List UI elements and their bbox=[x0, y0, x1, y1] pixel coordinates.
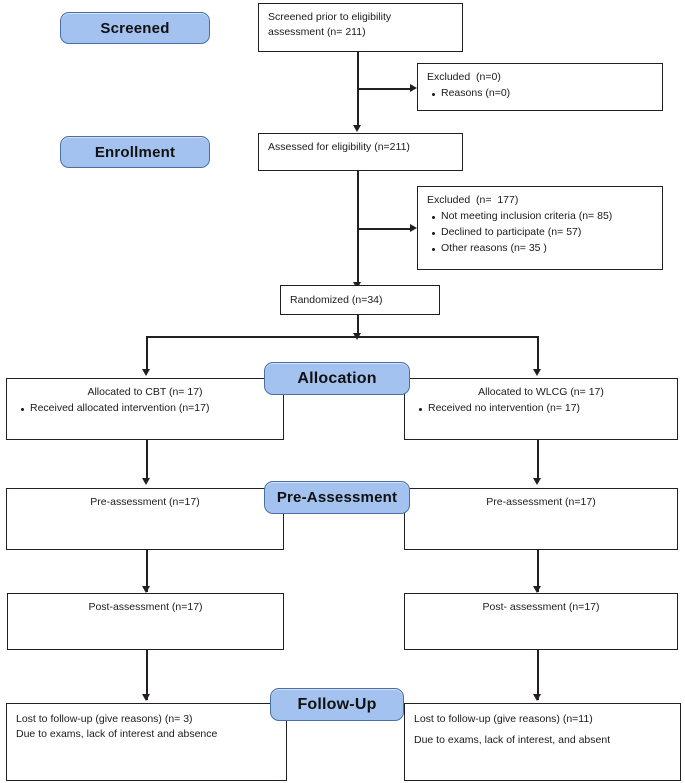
box-followup-left-line2: Due to exams, lack of interest and absen… bbox=[16, 728, 218, 741]
stage-label-pre-assessment-text: Pre-Assessment bbox=[276, 489, 398, 506]
connector-cbt-to-pre bbox=[146, 440, 148, 480]
box-followup-right-line2: Due to exams, lack of interest, and abse… bbox=[414, 734, 611, 747]
box-excluded-screening-list: Reasons (n=0) bbox=[427, 86, 653, 102]
arrow-post-to-followup-right bbox=[533, 694, 541, 701]
box-pre-assessment-left: Pre-assessment (n=17) bbox=[6, 488, 284, 550]
box-followup-left-line1: Lost to follow-up (give reasons) (n= 3) bbox=[16, 713, 193, 725]
connector-pre-to-post-right bbox=[537, 550, 539, 592]
stage-label-screened-text: Screened bbox=[100, 19, 170, 37]
stage-label-pre-assessment: Pre-Assessment bbox=[264, 481, 410, 514]
stage-label-enrollment: Enrollment bbox=[60, 136, 210, 168]
box-randomized: Randomized (n=34) bbox=[280, 285, 440, 315]
box-excluded-eligibility: Excluded (n= 177) Not meeting inclusion … bbox=[417, 186, 663, 270]
box-post-assessment-right-text: Post- assessment (n=17) bbox=[482, 601, 600, 613]
box-followup-right: Lost to follow-up (give reasons) (n=11) … bbox=[404, 703, 681, 781]
stage-label-follow-up: Follow-Up bbox=[270, 688, 404, 721]
list-item: Received no intervention (n= 17) bbox=[419, 401, 668, 417]
box-screened-prior-text: Screened prior to eligibility assessment… bbox=[268, 11, 392, 39]
box-excluded-eligibility-list: Not meeting inclusion criteria (n= 85) D… bbox=[427, 209, 653, 256]
connector-split-right bbox=[537, 336, 539, 371]
connector-post-to-followup-left bbox=[146, 650, 148, 700]
box-allocated-cbt-heading: Allocated to CBT (n= 17) bbox=[87, 386, 203, 398]
box-assessed-eligibility: Assessed for eligibility (n=211) bbox=[258, 133, 463, 171]
box-post-assessment-right: Post- assessment (n=17) bbox=[404, 593, 678, 650]
box-excluded-screening-heading: Excluded (n=0) bbox=[427, 71, 501, 83]
arrow-post-to-followup-left bbox=[142, 694, 150, 701]
arrow-split-left bbox=[142, 369, 150, 376]
stage-label-screened: Screened bbox=[60, 12, 210, 44]
connector-assessed-to-excluded bbox=[357, 228, 412, 230]
box-excluded-eligibility-heading: Excluded (n= 177) bbox=[427, 194, 519, 206]
list-item: Not meeting inclusion criteria (n= 85) bbox=[432, 209, 653, 225]
stage-label-allocation-text: Allocation bbox=[297, 369, 377, 387]
connector-wlcg-to-pre bbox=[537, 440, 539, 480]
box-screened-prior: Screened prior to eligibility assessment… bbox=[258, 3, 463, 52]
box-allocated-cbt: Allocated to CBT (n= 17) Received alloca… bbox=[6, 378, 284, 440]
connector-assessed-to-randomized bbox=[357, 171, 359, 284]
arrow-pre-to-post-right bbox=[533, 586, 541, 593]
box-post-assessment-left-text: Post-assessment (n=17) bbox=[88, 601, 203, 613]
connector-post-to-followup-right bbox=[537, 650, 539, 700]
connector-screened-to-excluded bbox=[357, 88, 412, 90]
arrow-assessed-to-excluded bbox=[410, 224, 417, 232]
box-followup-left: Lost to follow-up (give reasons) (n= 3) … bbox=[6, 703, 287, 781]
connector-allocation-split bbox=[146, 336, 539, 338]
connector-split-left bbox=[146, 336, 148, 371]
box-excluded-screening: Excluded (n=0) Reasons (n=0) bbox=[417, 63, 663, 111]
box-allocated-wlcg: Allocated to WLCG (n= 17) Received no in… bbox=[404, 378, 678, 440]
stage-label-follow-up-text: Follow-Up bbox=[297, 695, 377, 713]
stage-label-allocation: Allocation bbox=[264, 362, 410, 395]
box-pre-assessment-right: Pre-assessment (n=17) bbox=[404, 488, 678, 550]
list-item: Reasons (n=0) bbox=[432, 86, 653, 102]
arrow-wlcg-to-pre bbox=[533, 478, 541, 485]
box-post-assessment-left: Post-assessment (n=17) bbox=[7, 593, 284, 650]
box-assessed-eligibility-text: Assessed for eligibility (n=211) bbox=[268, 141, 410, 153]
list-item: Declined to participate (n= 57) bbox=[432, 225, 653, 241]
stage-label-enrollment-text: Enrollment bbox=[94, 143, 176, 161]
connector-pre-to-post-left bbox=[146, 550, 148, 592]
list-item: Received allocated intervention (n=17) bbox=[21, 401, 274, 417]
box-pre-assessment-left-text: Pre-assessment (n=17) bbox=[90, 496, 200, 508]
box-followup-right-line1: Lost to follow-up (give reasons) (n=11) bbox=[414, 713, 593, 725]
arrow-cbt-to-pre bbox=[142, 478, 150, 485]
box-randomized-text: Randomized (n=34) bbox=[290, 294, 383, 306]
list-item: Other reasons (n= 35 ) bbox=[432, 241, 653, 257]
arrow-screened-to-excluded bbox=[410, 84, 417, 92]
box-pre-assessment-right-text: Pre-assessment (n=17) bbox=[486, 496, 596, 508]
box-allocated-wlcg-list: Received no intervention (n= 17) bbox=[414, 401, 668, 417]
arrow-pre-to-post-left bbox=[142, 586, 150, 593]
box-allocated-wlcg-heading: Allocated to WLCG (n= 17) bbox=[478, 386, 604, 398]
box-allocated-cbt-list: Received allocated intervention (n=17) bbox=[16, 401, 274, 417]
arrow-split-right bbox=[533, 369, 541, 376]
connector-randomized-stem bbox=[357, 315, 359, 338]
arrow-screened-to-assessed bbox=[353, 125, 361, 132]
